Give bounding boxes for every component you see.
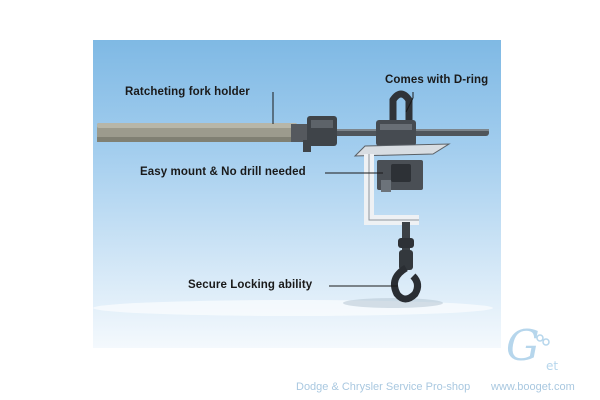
label-fork-holder: Ratcheting fork holder bbox=[125, 86, 250, 98]
website-link[interactable]: www.booget.com bbox=[491, 381, 575, 393]
booget-logo-mark: G et bbox=[506, 321, 558, 373]
label-locking: Secure Locking ability bbox=[188, 279, 313, 291]
locking-hook bbox=[391, 264, 422, 303]
d-ring bbox=[389, 90, 413, 131]
svg-text:G: G bbox=[506, 321, 540, 370]
label-d-ring: Comes with D-ring bbox=[385, 74, 489, 86]
fork-holder-illustration bbox=[93, 90, 493, 316]
booget-logo: G et bbox=[500, 316, 580, 382]
label-easy-mount: Easy mount & No drill needed bbox=[140, 166, 306, 178]
product-illustration-panel: Ratcheting fork holder Comes with D-ring… bbox=[93, 40, 501, 348]
svg-text:et: et bbox=[546, 359, 558, 373]
shadow-ellipse bbox=[343, 298, 443, 308]
leader-d-ring bbox=[405, 97, 414, 113]
shop-name-text: Dodge & Chrysler Service Pro-shop bbox=[296, 381, 471, 393]
